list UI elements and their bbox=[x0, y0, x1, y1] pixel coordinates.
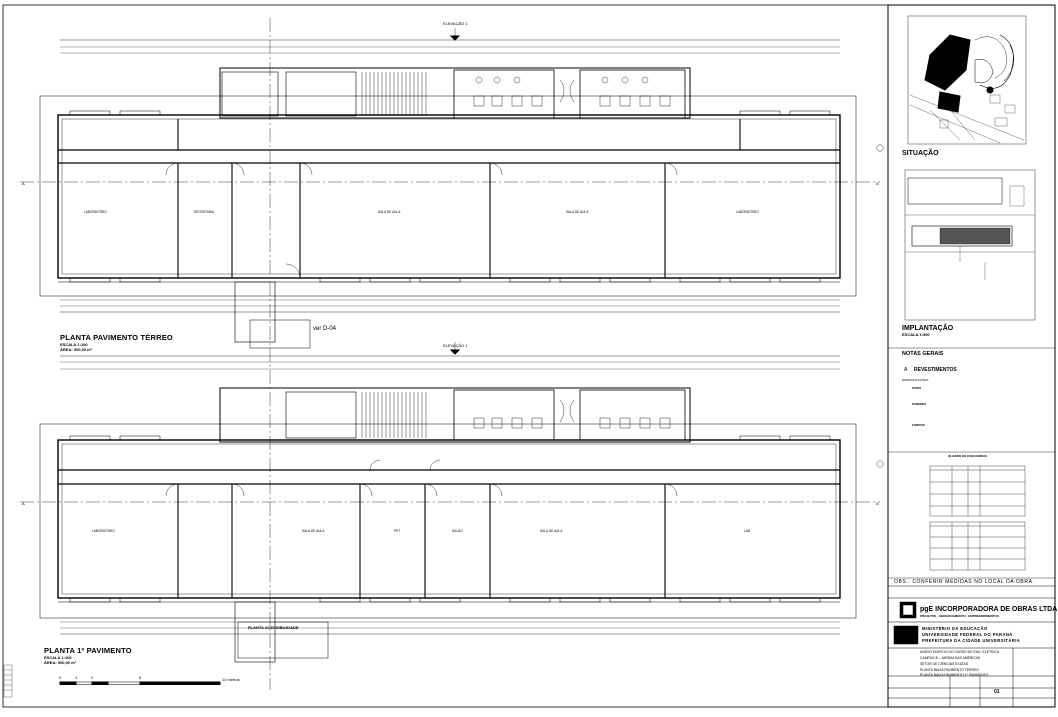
side-panel-border bbox=[887, 4, 1056, 708]
obs-note: OBS.: CONFERIR MEDIDAS NO LOCAL DA OBRA. bbox=[894, 579, 1035, 585]
title-block-grid bbox=[888, 585, 1055, 707]
forros-label: FORROS bbox=[912, 423, 925, 427]
implantacao-map bbox=[904, 169, 1036, 321]
setor-value: SETOR DE CIÊNCIAS EXATAS bbox=[920, 662, 969, 666]
section-markers: A A A A bbox=[22, 144, 884, 506]
obra-value: ANEXO EDIFÍCIO DO CURSO DE ENG. ELÉTRICA bbox=[920, 650, 1000, 654]
first-floor-plan bbox=[20, 342, 880, 663]
institution-line: PREFEITURA DA CIDADE UNIVERSITÁRIA bbox=[922, 638, 1021, 643]
accessibility-title: PLANTA ACESSIBILIDADE bbox=[248, 625, 299, 630]
notas-gerais-title: NOTAS GERAIS bbox=[902, 351, 944, 357]
first-room-label: LABORATÓRIO bbox=[92, 529, 115, 533]
implantacao-scale: ESCALA 1:500 bbox=[902, 332, 930, 337]
bar-scale-label: 10 metros bbox=[222, 677, 240, 682]
svg-text:A: A bbox=[22, 501, 25, 506]
paredes-label: PAREDES bbox=[912, 402, 927, 406]
institution-line: UNIVERSIDADE FEDERAL DO PARANÁ bbox=[922, 632, 1013, 637]
svg-text:A: A bbox=[22, 181, 25, 186]
implantacao-title: IMPLANTAÇÃO bbox=[902, 325, 954, 332]
revestimentos-letter: A bbox=[904, 367, 908, 373]
esquadrias-table bbox=[929, 465, 1026, 571]
first-plan-scale: ESCALA 1:100 bbox=[44, 655, 72, 660]
notes-lines bbox=[888, 347, 1055, 579]
local-value: CAMPUS III - JARDIM DAS AMÉRICAS bbox=[920, 656, 981, 660]
ground-room-label: LABORATÓRIO bbox=[736, 210, 759, 214]
bar-scale-label: 1 bbox=[75, 675, 78, 680]
ground-room-label: SALA DE AULA bbox=[378, 210, 401, 214]
ground-view-tag: ver D-04 bbox=[313, 326, 337, 332]
first-room-label: PET bbox=[394, 529, 401, 533]
company-subtitle: PROJETOS · GERENCIAMENTO · EMPREENDIMENT… bbox=[920, 614, 999, 618]
content-line: PLANTA BAIXA PAVIMENTO 1º PAVIMENTO bbox=[920, 673, 989, 677]
ground-plan-scale: ESCALA 1:100 bbox=[60, 342, 88, 347]
pisos-label: PISOS bbox=[912, 386, 922, 390]
first-room-label: SALA DE AULA bbox=[302, 529, 325, 533]
ground-plan-title: PLANTA PAVIMENTO TÉRREO bbox=[60, 333, 173, 342]
bar-scale bbox=[59, 681, 221, 685]
first-room-label: LAB bbox=[744, 529, 751, 533]
revestimentos-title: REVESTIMENTOS bbox=[914, 367, 957, 373]
first-room-label: SALA DE AULA bbox=[540, 529, 563, 533]
margin-legend bbox=[3, 664, 13, 698]
institution-line: MINISTÉRIO DA EDUCAÇÃO bbox=[922, 626, 988, 631]
svg-text:A: A bbox=[876, 501, 879, 506]
svg-text:A: A bbox=[876, 181, 879, 186]
situacao-map bbox=[907, 15, 1027, 145]
first-room-label: SALÃO bbox=[452, 529, 463, 533]
company-name: pgE INCORPORADORA DE OBRAS LTDA bbox=[920, 606, 1058, 613]
first-plan-area: ÁREA: 000,00 m² bbox=[44, 660, 77, 665]
bar-scale-label: 0 bbox=[59, 675, 62, 680]
ground-room-label: SALA DE AULA bbox=[566, 210, 589, 214]
bar-scale-label: 2 bbox=[91, 675, 94, 680]
first-elevation-tag: ELEVAÇÃO 1 bbox=[443, 343, 468, 348]
ground-floor-plan bbox=[20, 18, 880, 690]
quadro-esquadrias-title: QUADRO DE ESQUADRIAS bbox=[948, 454, 988, 458]
bar-scale-label: 5 bbox=[139, 675, 142, 680]
ground-room-label: SECRETARIA bbox=[194, 210, 215, 214]
situacao-title: SITUAÇÃO bbox=[902, 150, 939, 157]
sheet-number: 01 bbox=[994, 689, 1000, 695]
ground-elevation-tag: ELEVAÇÃO 1 bbox=[443, 21, 468, 26]
ground-plan-area: ÁREA: 000,00 m² bbox=[60, 347, 93, 352]
especificacoes-label: ESPECIFICAÇÕES bbox=[902, 378, 929, 382]
first-plan-title: PLANTA 1º PAVIMENTO bbox=[44, 646, 132, 655]
ground-room-label: LABORATÓRIO bbox=[84, 210, 107, 214]
content-line: PLANTA BAIXA PAVIMENTO TÉRREO bbox=[920, 668, 979, 672]
